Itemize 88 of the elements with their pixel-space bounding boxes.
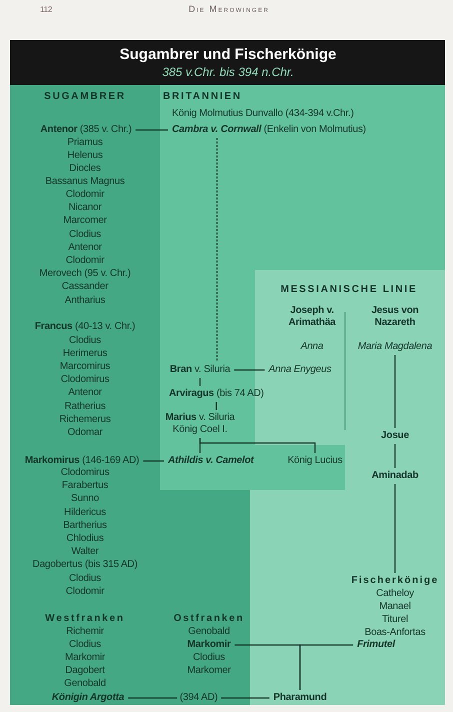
person-name: Antenor (385 v. Chr.) bbox=[40, 124, 132, 136]
person-name: Cambra v. Cornwall (Enkelin von Molmutius) bbox=[172, 124, 366, 136]
name-text: Ratherius bbox=[64, 401, 106, 413]
name-text: Richemir bbox=[66, 626, 104, 638]
name-text: Farabertus bbox=[62, 480, 108, 492]
name-text: Clodomirus bbox=[60, 374, 110, 386]
connector-line bbox=[299, 644, 354, 690]
name-text: Clodomir bbox=[66, 255, 104, 267]
person-name: Francus (40-13 v. Chr.) bbox=[34, 321, 136, 333]
connector-line bbox=[136, 129, 168, 131]
connector-line bbox=[394, 355, 396, 428]
name-text: Walter bbox=[71, 546, 99, 558]
person-name: Jesus von Nazareth bbox=[355, 305, 435, 329]
name-text: Titurel bbox=[382, 614, 408, 626]
name-text: Antenor bbox=[68, 387, 102, 399]
name-text: Clodomir bbox=[66, 586, 104, 598]
person-name: Athildis v. Camelot bbox=[168, 455, 254, 467]
connector-line bbox=[199, 378, 201, 386]
name-text: Helenus bbox=[67, 150, 103, 162]
column-heading: MESSIANISCHE LINIE bbox=[280, 284, 418, 296]
name-text: Clodomirus bbox=[60, 467, 110, 479]
name-text: Richemerus bbox=[59, 414, 111, 426]
column-panel bbox=[160, 85, 445, 490]
name-text: Clodius bbox=[193, 652, 225, 664]
name-text: Clodomir bbox=[66, 189, 104, 201]
name-text: Marcomirus bbox=[60, 361, 110, 373]
name-text: Clodius bbox=[69, 639, 101, 651]
edge-label: (394 AD) bbox=[176, 692, 221, 704]
column-heading: Westfranken bbox=[45, 613, 125, 625]
name-text: Genobald bbox=[188, 626, 230, 638]
person-name: Pharamund bbox=[273, 692, 327, 704]
person-name: Markomir bbox=[187, 639, 231, 651]
name-text: Priamus bbox=[67, 137, 103, 149]
name-text: Manael bbox=[379, 601, 411, 613]
name-text: Hildericus bbox=[64, 507, 106, 519]
person-name: Marius v. Siluria König Coel I. bbox=[165, 412, 235, 436]
connector-line bbox=[394, 444, 396, 468]
title-text: Sugambrer und Fischerkönige bbox=[120, 49, 336, 61]
running-head: Die Merowinger bbox=[188, 3, 270, 15]
column-heading: Ostfranken bbox=[174, 613, 244, 625]
dashed-line bbox=[216, 138, 218, 362]
name-text: Cassander bbox=[62, 281, 108, 293]
connector-line bbox=[143, 460, 164, 462]
group-heading: Fischerkönige bbox=[351, 575, 439, 587]
name-text: Diocles bbox=[69, 163, 101, 175]
person-name: Arviragus (bis 74 AD) bbox=[169, 388, 264, 400]
person-name: Anna Enygeus bbox=[268, 364, 332, 376]
name-text: Marcomer bbox=[63, 215, 107, 227]
person-name: Königin Argotta bbox=[52, 692, 124, 704]
person-name: Maria Magdalena bbox=[358, 341, 432, 353]
name-text: Clodius bbox=[69, 335, 101, 347]
connector-line bbox=[199, 438, 316, 453]
name-text: Boas-Anfortas bbox=[364, 627, 426, 639]
name-text: Dagobertus (bis 315 AD) bbox=[32, 559, 138, 571]
person-name: Aminadab bbox=[372, 470, 418, 482]
person-name: Frimutel bbox=[357, 639, 395, 651]
name-text: Dagobert bbox=[65, 665, 105, 677]
connector-line bbox=[216, 402, 217, 410]
name-text: Clodius bbox=[69, 573, 101, 585]
name-text: Nicanor bbox=[68, 202, 102, 214]
name-text: Merovech (95 v. Chr.) bbox=[39, 268, 131, 280]
name-text: Sunno bbox=[71, 493, 99, 505]
name-text: Clodius bbox=[69, 229, 101, 241]
page-number: 112 bbox=[40, 4, 52, 16]
person-name: Bran v. Siluria bbox=[170, 364, 230, 376]
name-text: Antharius bbox=[64, 295, 106, 307]
name-text: Catheloy bbox=[376, 588, 414, 600]
name-text: Antenor bbox=[68, 242, 102, 254]
name-text: Chlodius bbox=[66, 533, 104, 545]
name-text: Anna bbox=[300, 341, 324, 353]
name-text: Herimerus bbox=[62, 348, 108, 360]
name-text: Markomir bbox=[64, 652, 106, 664]
column-heading: BRITANNIEN bbox=[163, 91, 242, 103]
name-text: Markomer bbox=[187, 665, 231, 677]
subtitle-text: 385 v.Chr. bis 394 n.Chr. bbox=[162, 66, 294, 78]
name-text: Odomar bbox=[68, 427, 102, 439]
person-name: Josue bbox=[381, 430, 409, 442]
name-text: Bartherius bbox=[63, 520, 107, 532]
person-name: Joseph v. Arimathäa bbox=[272, 305, 352, 329]
column-heading: SUGAMBRER bbox=[44, 91, 126, 103]
connector-line bbox=[234, 369, 265, 371]
name-text: Genobald bbox=[64, 678, 106, 690]
connector-line bbox=[394, 484, 396, 573]
person-name: Markomirus (146-169 AD) bbox=[24, 455, 140, 467]
title-band bbox=[10, 40, 445, 85]
name-text: König Molmutius Dunvallo (434-394 v.Chr.) bbox=[172, 108, 354, 120]
person-name: König Lucius bbox=[288, 455, 342, 467]
name-text: Bassanus Magnus bbox=[45, 176, 125, 188]
